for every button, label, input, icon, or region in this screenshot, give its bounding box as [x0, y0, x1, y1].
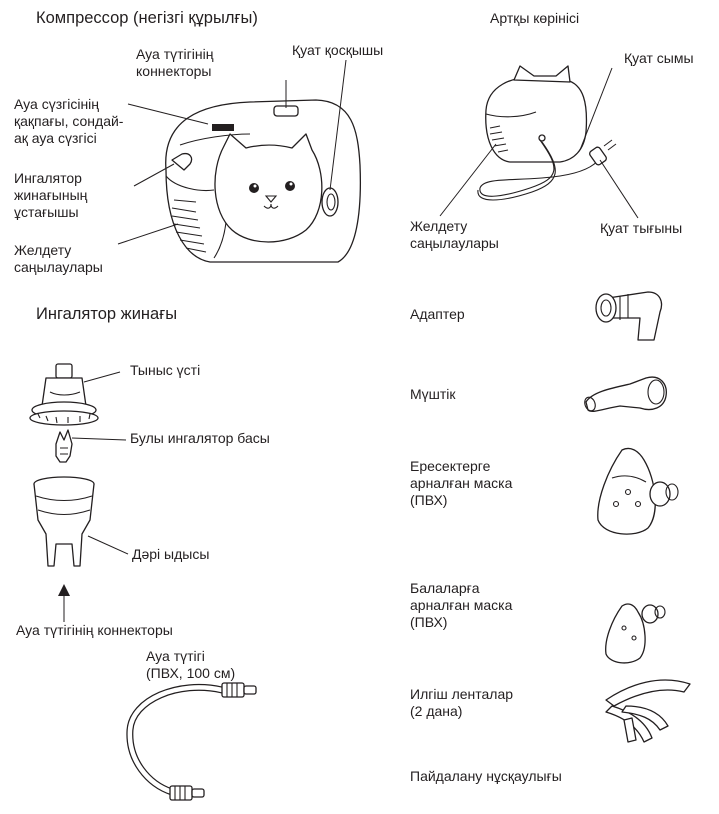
label-compressor-vents: Желдету саңылаулары	[14, 242, 103, 276]
tube-connector-top	[222, 683, 256, 697]
label-air-tube-connector: Ауа түтігінің коннекторы	[136, 46, 213, 80]
cat-face-panel	[215, 134, 322, 242]
nebulizer-top	[30, 364, 98, 425]
power-plug	[588, 140, 616, 166]
label-nebulizer-connector: Ауа түтігінің коннекторы	[16, 622, 173, 639]
label-straps: Илгіш ленталар (2 дана)	[410, 686, 513, 720]
adapter-icon	[596, 292, 662, 340]
label-power-switch: Қуат қосқышы	[292, 42, 383, 59]
compressor-title: Компрессор (негізгі құрылғы)	[36, 8, 258, 28]
power-switch-knob	[322, 188, 338, 216]
label-mouthpiece: Мүштік	[410, 386, 456, 403]
label-air-tube: Ауа түтігі (ПВХ, 100 см)	[146, 648, 235, 682]
label-nebulizer-holder: Ингалятор жинағының ұстағышы	[14, 170, 87, 221]
label-child-mask: Балаларға арналған маска (ПВХ)	[410, 580, 512, 631]
label-user-manual: Пайдалану нұсқаулығы	[410, 768, 562, 785]
air-tube-illustration	[130, 683, 256, 800]
label-power-plug: Қуат тығыны	[600, 220, 682, 237]
label-adult-mask: Ересектерге арналған маска (ПВХ)	[410, 458, 512, 509]
label-power-cord: Қуат сымы	[624, 50, 694, 67]
nebulizer-kit-illustration	[30, 364, 98, 622]
label-nebulizer-head: Булы ингалятор басы	[130, 430, 270, 447]
back-view-illustration	[478, 66, 616, 200]
tube-connector-bottom	[170, 786, 204, 800]
adult-mask-icon	[598, 448, 678, 534]
medicine-cup	[34, 477, 94, 566]
child-mask-icon	[606, 604, 665, 663]
label-air-filter-cover: Ауа сүзгісінің қақпағы, сондай- ақ ауа с…	[14, 96, 123, 147]
nebulizer-head	[56, 430, 72, 462]
label-adapter: Адаптер	[410, 306, 465, 323]
mouthpiece-icon	[583, 377, 666, 412]
label-medicine-cup: Дәрі ыдысы	[132, 546, 209, 563]
label-nebulizer-top: Тыныс үсті	[130, 362, 200, 379]
label-back-vents: Желдету саңылаулары	[410, 218, 499, 252]
back-view-title: Артқы көрінісі	[490, 10, 579, 27]
nebulizer-kit-title: Ингалятор жинағы	[36, 304, 177, 324]
straps-icon	[606, 680, 690, 742]
